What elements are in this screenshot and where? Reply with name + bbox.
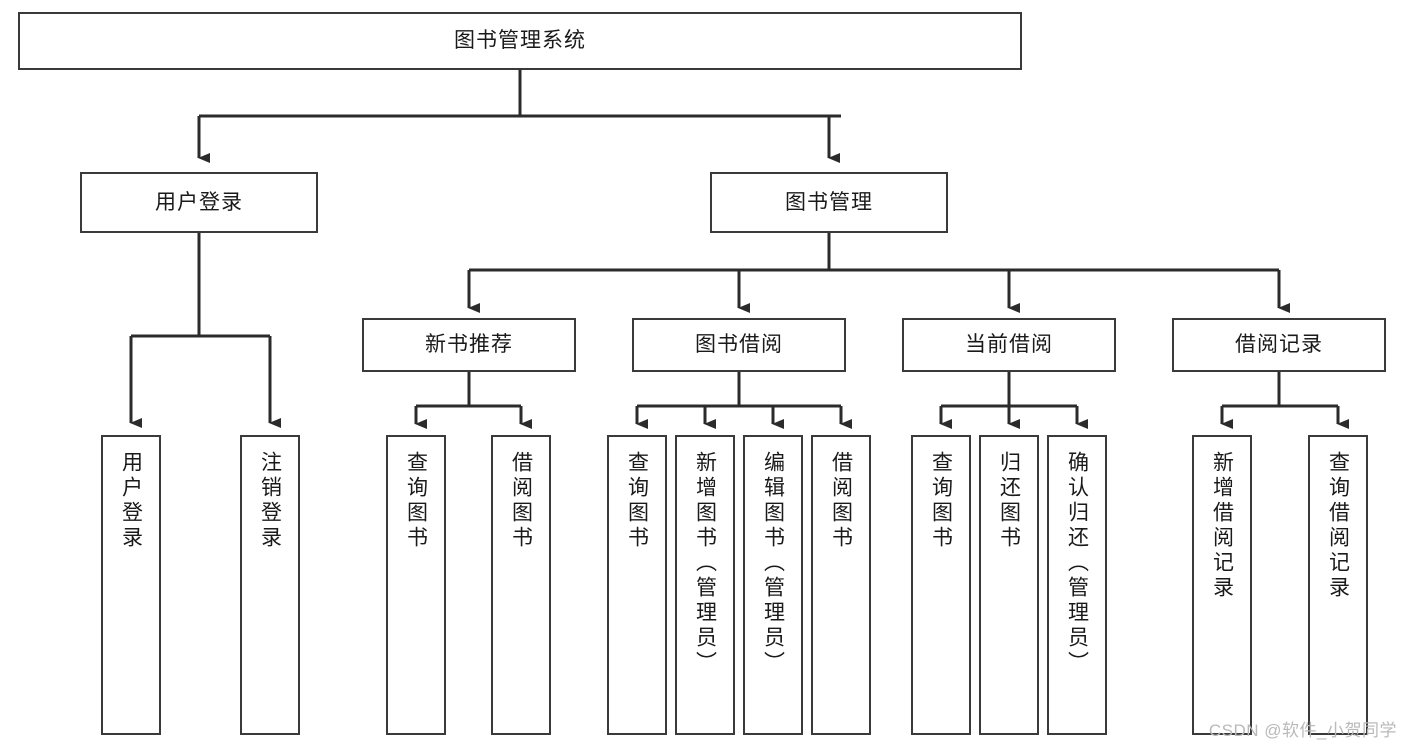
node-label: 用户登录: [155, 190, 243, 214]
node-label: 新增借阅记录: [1210, 451, 1234, 601]
node-current-borrow[interactable]: 当前借阅: [902, 318, 1116, 372]
node-label: 借阅记录: [1235, 333, 1323, 357]
node-label: 当前借阅: [965, 333, 1053, 357]
leaf-current-return-book[interactable]: 归还图书: [979, 435, 1039, 735]
node-new-book-recommend[interactable]: 新书推荐: [362, 318, 576, 372]
node-label: 查询图书: [625, 451, 649, 551]
node-label: 图书借阅: [695, 333, 783, 357]
leaf-user-login-logout[interactable]: 注销登录: [240, 435, 300, 735]
node-book-management[interactable]: 图书管理: [710, 172, 948, 233]
leaf-borrow-edit-book-admin[interactable]: 编辑图书（管理员）: [743, 435, 803, 735]
leaf-user-login-login[interactable]: 用户登录: [101, 435, 161, 735]
node-label: 查询图书: [929, 451, 953, 551]
node-label: 查询借阅记录: [1326, 451, 1350, 601]
node-label: 图书管理系统: [454, 29, 586, 53]
leaf-record-add-record[interactable]: 新增借阅记录: [1192, 435, 1252, 735]
leaf-current-confirm-return-admin[interactable]: 确认归还（管理员）: [1047, 435, 1107, 735]
leaf-borrow-query-book[interactable]: 查询图书: [607, 435, 667, 735]
node-label: 注销登录: [258, 451, 282, 551]
node-label: 归还图书: [997, 451, 1021, 551]
node-user-login[interactable]: 用户登录: [80, 172, 318, 233]
node-root-system[interactable]: 图书管理系统: [18, 12, 1022, 70]
node-label: 新书推荐: [425, 333, 513, 357]
leaf-borrow-add-book-admin[interactable]: 新增图书（管理员）: [675, 435, 735, 735]
node-label: 查询图书: [404, 451, 428, 551]
node-borrow-record[interactable]: 借阅记录: [1172, 318, 1386, 372]
node-label: 确认归还（管理员）: [1065, 451, 1089, 676]
node-label: 新增图书（管理员）: [693, 451, 717, 676]
leaf-current-query-book[interactable]: 查询图书: [911, 435, 971, 735]
leaf-recommend-query-book[interactable]: 查询图书: [386, 435, 446, 735]
node-label: 借阅图书: [509, 451, 533, 551]
leaf-recommend-borrow-book[interactable]: 借阅图书: [491, 435, 551, 735]
node-label: 用户登录: [119, 451, 143, 551]
node-label: 编辑图书（管理员）: [761, 451, 785, 676]
leaf-record-query-record[interactable]: 查询借阅记录: [1308, 435, 1368, 735]
leaf-borrow-borrow-book[interactable]: 借阅图书: [811, 435, 871, 735]
watermark-text: CSDN @软件_小贺同学: [1208, 721, 1397, 740]
node-label: 图书管理: [785, 190, 873, 214]
node-book-borrow[interactable]: 图书借阅: [632, 318, 846, 372]
node-label: 借阅图书: [829, 451, 853, 551]
